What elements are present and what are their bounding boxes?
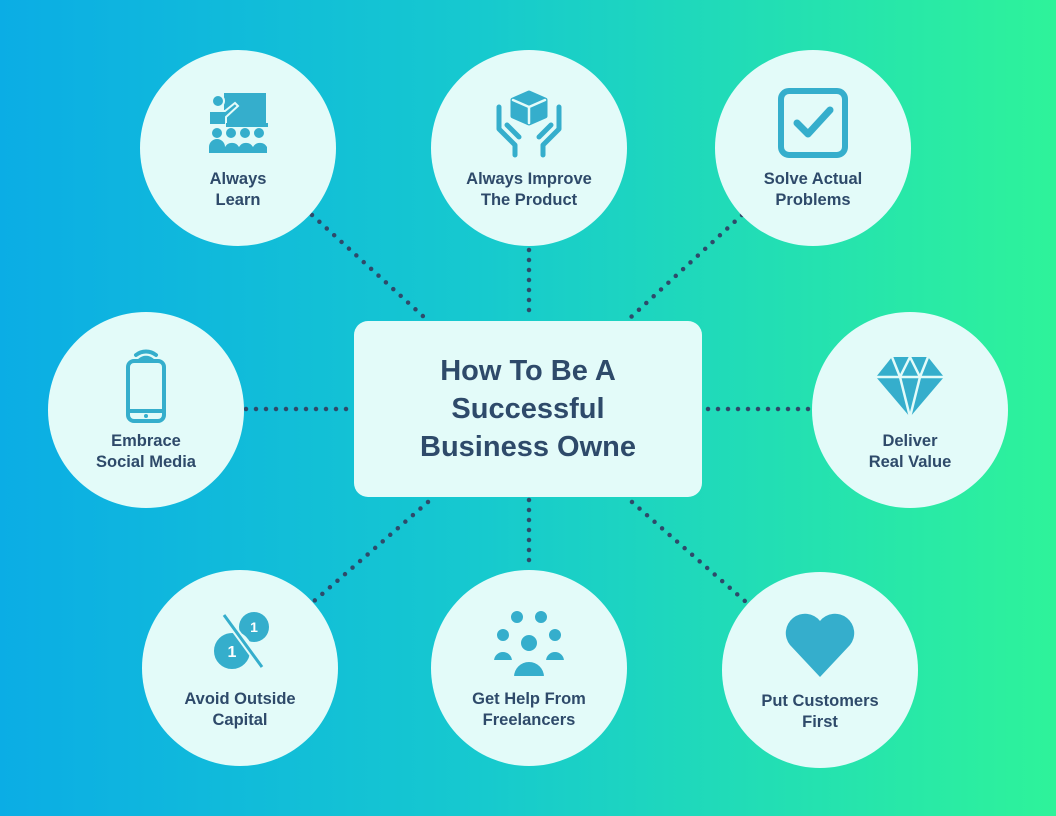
node-label: Put Customers First bbox=[761, 692, 879, 731]
coin-label: 1 bbox=[228, 644, 237, 661]
team-group-icon bbox=[491, 609, 567, 678]
connector-outside-capital bbox=[310, 499, 431, 605]
node-customers: Put Customers First bbox=[722, 572, 918, 768]
node-freelancers: Get Help From Freelancers bbox=[431, 570, 627, 766]
node-improve-product: Always Improve The Product bbox=[431, 50, 627, 246]
central-title: How To Be A Successful Business Owne bbox=[354, 321, 702, 497]
node-label: Always Learn bbox=[209, 170, 267, 209]
hands-holding-box-icon bbox=[496, 90, 562, 158]
node-label: Deliver Real Value bbox=[868, 432, 952, 471]
heart-icon bbox=[785, 613, 855, 677]
node-solve-problems: Solve Actual Problems bbox=[715, 50, 911, 246]
node-label: Solve Actual Problems bbox=[763, 170, 863, 209]
node-always-learn: Always Learn bbox=[140, 50, 336, 246]
node-social-media: Embrace Social Media bbox=[48, 312, 244, 508]
checkbox-icon bbox=[778, 88, 848, 158]
coin-label: 1 bbox=[250, 619, 258, 635]
node-label: Embrace Social Media bbox=[96, 432, 196, 471]
node-deliver-value: Deliver Real Value bbox=[812, 312, 1008, 508]
smartphone-wifi-icon bbox=[126, 349, 166, 423]
diamond-icon bbox=[876, 354, 944, 418]
connector-solve-problems bbox=[627, 212, 745, 321]
node-label: Avoid Outside Capital bbox=[184, 690, 296, 729]
connector-customers bbox=[629, 499, 749, 605]
crossed-coins-icon: 1 1 bbox=[212, 612, 269, 671]
connector-always-learn bbox=[309, 212, 428, 321]
node-label: Always Improve The Product bbox=[466, 170, 592, 209]
teacher-classroom-icon bbox=[208, 93, 268, 153]
node-label: Get Help From Freelancers bbox=[472, 690, 586, 729]
node-outside-capital: 1 1 Avoid Outside Capital bbox=[142, 570, 338, 766]
